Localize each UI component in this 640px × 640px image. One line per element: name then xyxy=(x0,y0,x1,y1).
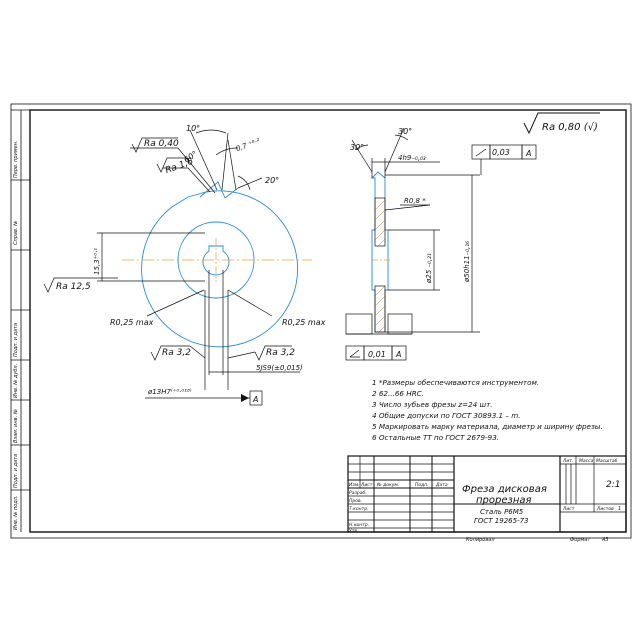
row-tkontr: Т.контр. xyxy=(349,506,369,512)
side-label-3: Подп. и дата xyxy=(13,323,19,357)
format-label: Формат xyxy=(570,537,591,543)
row-prov: Пров. xyxy=(349,498,362,504)
note-5: 5 Маркировать марку материала, диаметр и… xyxy=(372,422,603,431)
section-outline xyxy=(370,171,389,333)
row-nkontr: Н.контр. xyxy=(349,522,369,528)
scale-value: 2:1 xyxy=(606,480,620,490)
part-name-1: Фреза дисковая xyxy=(462,484,547,495)
side-label-5: Взам. инв. № xyxy=(13,409,19,443)
roughness-bore-left: Ra 3,2 xyxy=(162,348,191,358)
mass-label: Масса xyxy=(579,458,594,464)
side-label-1: Перв. примен. xyxy=(13,140,19,178)
col-list: Лист xyxy=(360,482,373,488)
section-angle-left: 30° xyxy=(350,143,364,152)
title-block: Изм. Лист № докум. Подп. Дата Разраб. Пр… xyxy=(347,455,627,543)
outer-border xyxy=(10,103,632,539)
row-razrab: Разраб. xyxy=(349,490,367,496)
material-1: Сталь Р6М5 xyxy=(480,508,524,516)
outer-diameter-dim: ø50h11₋₀,₁₆ xyxy=(463,241,471,283)
angle-rake: 60° xyxy=(182,149,199,165)
inner-frame xyxy=(29,109,627,533)
runout-value: 0,03 xyxy=(492,148,510,157)
sheets-label: Листов xyxy=(596,506,614,512)
side-label-6: Подп. и дата xyxy=(13,454,19,488)
section-view: 30° 30° 4h9₋₀,₀₃ 0,03 A R0,8 * ø25 ₋₀,₂₁… xyxy=(345,127,537,361)
general-roughness: Ra 0,80 (√) xyxy=(523,112,600,135)
radius-right: R0,25 max xyxy=(282,318,326,327)
perp-datum: A xyxy=(395,350,401,359)
hub-diameter-dim: ø25 ₋₀,₂₁ xyxy=(425,253,433,284)
material-2: ГОСТ 19265-73 xyxy=(474,517,529,525)
section-angle-right: 30° xyxy=(398,127,412,136)
perp-value: 0,01 xyxy=(368,350,386,359)
general-roughness-label: Ra 0,80 (√) xyxy=(542,122,598,133)
sheet-label: Лист xyxy=(562,506,575,512)
roughness-bore-right: Ra 3,2 xyxy=(266,348,295,358)
format-value: А3 xyxy=(601,537,609,543)
copied-label: Копировал xyxy=(466,537,495,543)
roughness-side: Ra 12,5 xyxy=(56,282,91,292)
roughness-face: Ra 0,40 xyxy=(144,139,179,149)
bore-dim: ø13H7⁽⁺⁰·⁰¹⁸⁾ xyxy=(147,388,192,396)
bore-keyway xyxy=(202,245,230,276)
section-width-dim: 4h9₋₀,₀₃ xyxy=(398,154,426,162)
note-3: 3 Число зубьев фрезы z=24 шт. xyxy=(372,400,493,409)
side-label-7: Инв. № подл. xyxy=(13,496,19,531)
technical-notes: 1 *Размеры обеспечиваются инструментом. … xyxy=(372,378,603,442)
angle-relief: 20° xyxy=(265,176,279,185)
runout-datum: A xyxy=(525,149,531,158)
note-4: 4 Общие допуски по ГОСТ 30893.1 – m. xyxy=(372,411,521,420)
note-2: 2 62...66 HRC. xyxy=(372,389,424,398)
row-utv: Утв. xyxy=(349,528,358,534)
cutter-outer-contour xyxy=(141,190,298,348)
chamfer-dim: 0,7 ⁺⁰·² xyxy=(235,137,261,153)
side-label-2: Справ. № xyxy=(13,221,19,245)
keyway-height-dim: 15,3⁺⁰·¹ xyxy=(93,248,101,275)
keyway-width-dim: 5JS9(±0,015) xyxy=(256,364,303,372)
sheets-value: 1 xyxy=(618,506,621,512)
front-datum: A xyxy=(252,395,258,404)
col-date: Дата xyxy=(435,482,448,488)
scale-label: Масштаб xyxy=(596,458,618,464)
side-label-4: Инв. № дубл. xyxy=(13,364,19,398)
lit-label: Лит. xyxy=(562,458,573,464)
note-6: 6 Остальные ТТ по ГОСТ 2679-93. xyxy=(372,433,499,442)
section-radius: R0,8 * xyxy=(404,197,426,205)
side-strip: Перв. примен. Справ. № Подп. и дата Инв.… xyxy=(11,109,30,532)
angle-top: 10° xyxy=(186,124,200,133)
col-sign: Подп. xyxy=(415,482,429,488)
col-izm: Изм. xyxy=(349,482,360,488)
note-1: 1 *Размеры обеспечиваются инструментом. xyxy=(372,378,539,387)
part-name-2: прорезная xyxy=(476,495,532,506)
radius-left: R0,25 max xyxy=(110,318,154,327)
front-view: Ra 0,40 Ra 1,6 10° 60° 0,7 ⁺⁰·² 20° 15,3… xyxy=(43,124,326,406)
col-doc: № докум. xyxy=(376,482,399,488)
